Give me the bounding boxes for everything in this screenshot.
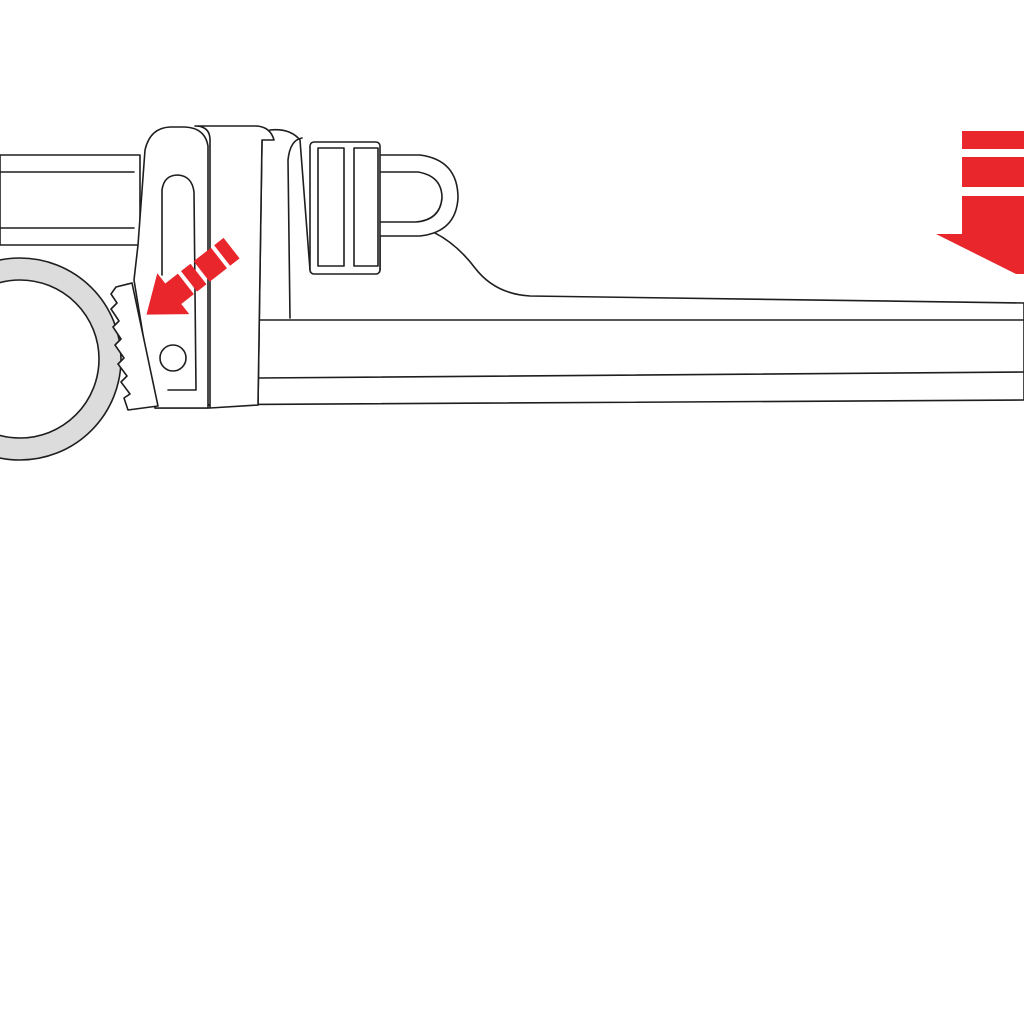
handle-force-arrow [936, 131, 1024, 274]
arrow-head [146, 273, 194, 315]
handle [159, 128, 1024, 406]
adjusting-nut [309, 141, 459, 275]
pipe [0, 257, 122, 461]
arrow-bar-3 [214, 237, 240, 266]
hook-jaw-shank [0, 154, 141, 246]
arrow-bar-2 [193, 247, 227, 282]
arrow-bar-1 [962, 131, 1024, 149]
jaw-arrow-body [146, 237, 240, 315]
pivot-pin [159, 344, 187, 372]
jaw-grip-arrow [146, 237, 240, 315]
arrow-bar-1 [181, 263, 207, 292]
heel-jaw [110, 282, 159, 411]
arrow-bar-2 [962, 157, 1024, 187]
arrow-head [936, 196, 1024, 274]
